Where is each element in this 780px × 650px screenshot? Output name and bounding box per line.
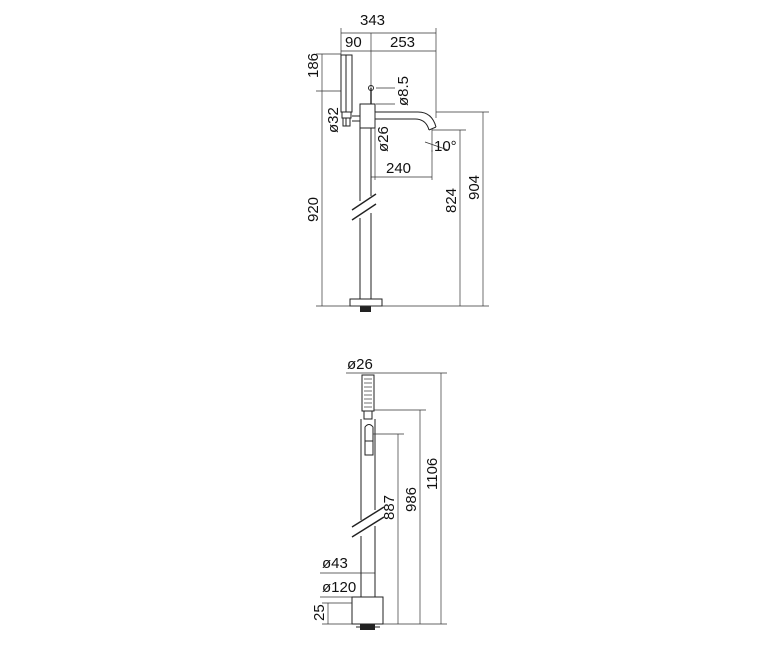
mixer-lever: ø8.5 (368, 76, 412, 106)
dimension-904: 904 (382, 111, 489, 307)
column-front (351, 419, 385, 573)
dim-dia-120-label: ø120 (322, 579, 356, 596)
front-elevation-view: ø26 ø43 (311, 356, 447, 630)
dimension-90-253: 90 253 (341, 33, 436, 88)
dim-height-986-label: 986 (403, 487, 420, 512)
dim-overall-width-label: 343 (360, 12, 385, 29)
dim-height-920-label: 920 (305, 197, 322, 222)
dimension-240: 240 (371, 150, 433, 180)
dimension-887: 887 (373, 433, 404, 624)
dimension-920: 920 (305, 91, 382, 307)
dimension-dia-43: ø43 (320, 555, 375, 574)
hand-shower (340, 54, 353, 127)
dimension-25: 25 (311, 602, 352, 625)
dim-angle-label: 10° (434, 138, 457, 155)
dim-dia-8-5-label: ø8.5 (395, 76, 412, 106)
dim-dia-26-top-label: ø26 (347, 356, 373, 373)
floor-base-front (351, 573, 384, 630)
dim-height-25-label: 25 (311, 604, 328, 621)
dim-width-right-label: 253 (390, 34, 415, 51)
dim-dia-43-label: ø43 (322, 555, 348, 572)
dim-height-824-label: 824 (443, 188, 460, 213)
hand-shower-front (361, 374, 375, 420)
dimension-824: 824 (432, 129, 466, 306)
dimension-343: 343 (340, 12, 437, 118)
dimension-1106: 1106 (379, 372, 447, 625)
floor-base (349, 298, 383, 312)
dim-dia-26-spout-label: ø26 (375, 126, 392, 152)
dim-height-186-label: 186 (305, 53, 322, 78)
dimension-dia-26-top: ø26 (346, 356, 379, 374)
dim-width-left-label: 90 (345, 34, 362, 51)
dim-height-887-label: 887 (381, 495, 398, 520)
column (351, 128, 377, 299)
dim-spout-length-label: 240 (386, 160, 411, 177)
dimension-dia-120: ø120 (320, 579, 383, 598)
dimension-186: 186 (305, 53, 341, 92)
mixer-body (352, 103, 376, 129)
dimension-986: 986 (374, 409, 426, 624)
dim-height-904-label: 904 (466, 175, 483, 200)
dim-dia-32-label: ø32 (325, 107, 342, 133)
dim-height-1106-label: 1106 (424, 458, 441, 490)
side-elevation-view: 343 90 253 186 ø32 (305, 12, 489, 312)
spout: 10° (375, 111, 457, 155)
